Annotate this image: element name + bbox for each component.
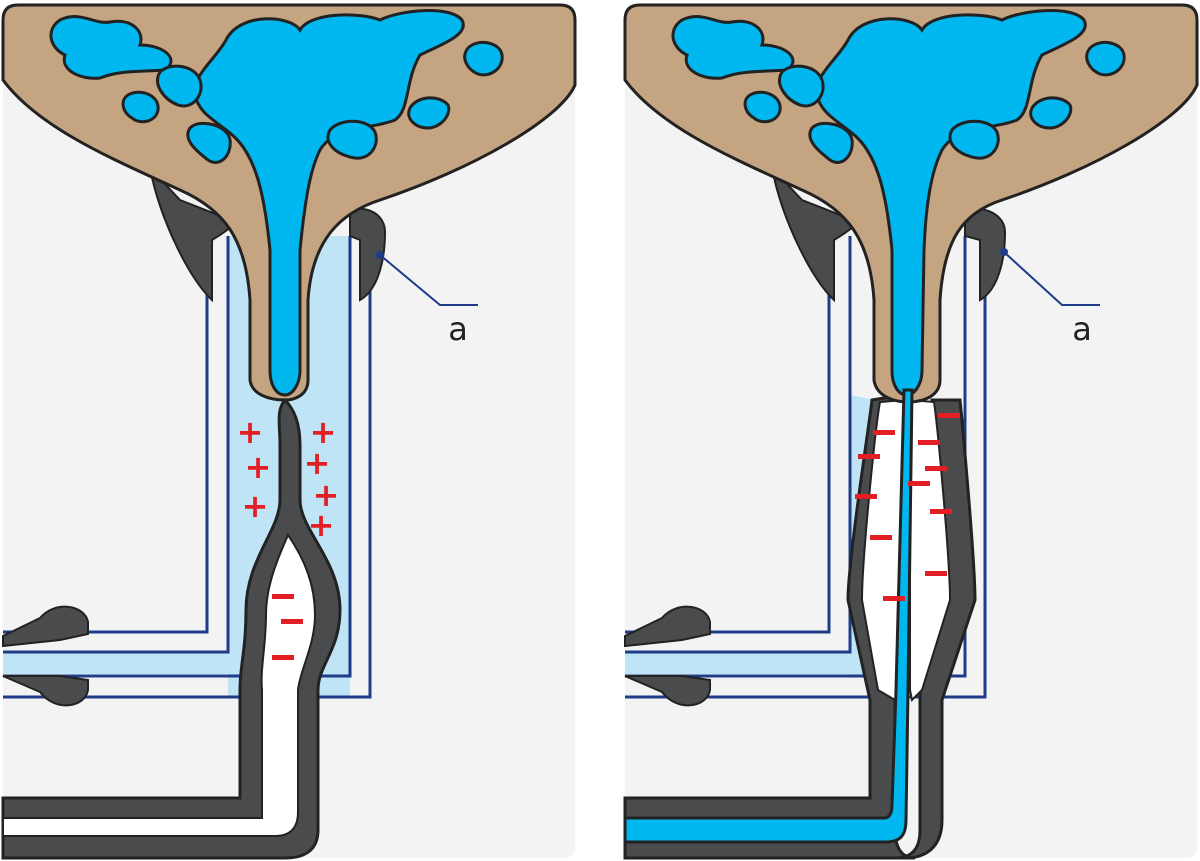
right-water-network: [623, 9, 1126, 844]
minus-sign-icon: [272, 655, 294, 660]
right-charges: [855, 413, 960, 601]
minus-sign-icon: [870, 535, 892, 540]
left-glass-sleeve: [3, 236, 372, 699]
minus-sign-icon: [873, 430, 895, 435]
minus-sign-icon: [925, 571, 947, 576]
left-inlet-cuff-top: [2, 605, 89, 648]
left-water-network: [49, 9, 504, 397]
left-lumen: [2, 532, 317, 837]
plus-sign-icon: +: [237, 413, 264, 451]
minus-sign-icon: [858, 454, 880, 459]
plus-sign-icon: +: [310, 413, 337, 451]
left-callout: a: [376, 251, 478, 348]
right-glass-sleeve: [625, 236, 987, 699]
minus-sign-icon: [918, 440, 940, 445]
right-upper-cuff-right: [964, 207, 1007, 302]
minus-sign-icon: [855, 494, 877, 499]
minus-sign-icon: [883, 596, 905, 601]
right-inlet-fluid: [625, 652, 875, 674]
right-inlet-cuff-top: [624, 605, 711, 648]
right-inlet-cuff-bottom: [624, 675, 711, 707]
minus-sign-icon: [925, 466, 947, 471]
right-lumen: [860, 398, 907, 702]
right-callout-label: a: [1072, 310, 1092, 348]
minus-sign-icon: [908, 481, 930, 486]
left-constriction-tube: [1, 397, 342, 860]
left-inlet-cuff-bottom: [2, 675, 89, 707]
plus-sign-icon: +: [242, 487, 269, 525]
plus-sign-icon: +: [313, 476, 340, 514]
right-lumen-right: [909, 398, 952, 703]
minus-sign-icon: [281, 619, 303, 624]
plus-sign-icon: +: [245, 448, 272, 486]
right-callout: a: [1000, 248, 1100, 348]
panel-right: a: [623, 3, 1199, 860]
minus-sign-icon: [272, 594, 294, 599]
minus-sign-icon: [930, 509, 952, 514]
left-upper-cuff-right: [349, 207, 387, 302]
minus-sign-icon: [938, 413, 960, 418]
plus-sign-icon: +: [304, 444, 331, 482]
left-callout-label: a: [448, 310, 468, 348]
panel-left: a + + + + + + +: [1, 3, 577, 860]
left-callout-leader: [379, 254, 478, 306]
right-callout-leader: [1003, 251, 1100, 306]
left-charges: + + + + + + +: [237, 413, 340, 660]
plus-sign-icon: +: [308, 506, 335, 544]
